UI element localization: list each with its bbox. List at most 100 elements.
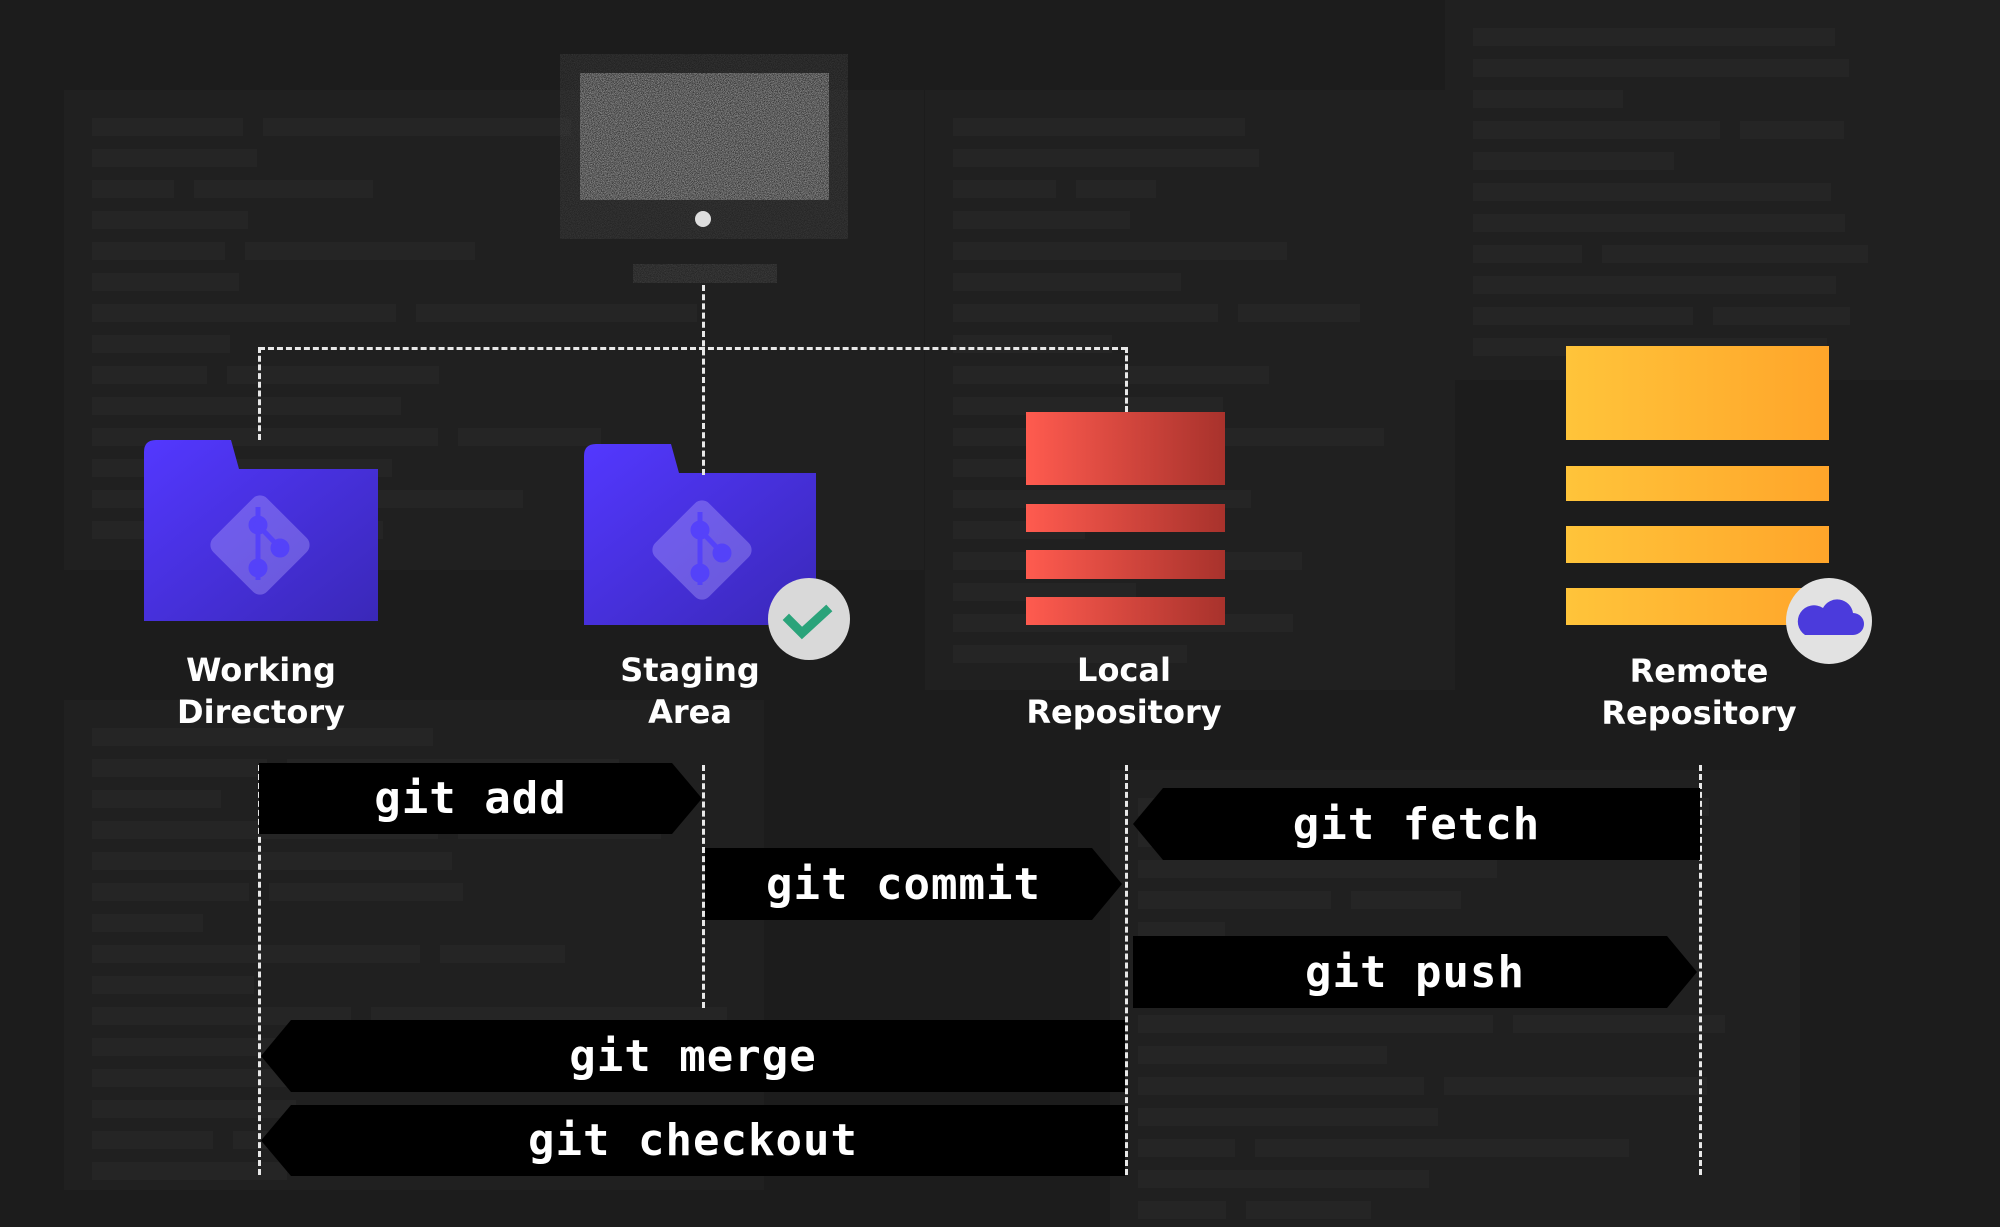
code-line-placeholder (953, 211, 1130, 229)
label-line: Repository (1601, 694, 1797, 732)
code-line-placeholder (1238, 304, 1360, 322)
code-line-placeholder (1138, 1170, 1429, 1188)
code-line-placeholder (92, 180, 174, 198)
computer-icon (560, 54, 848, 283)
git-checkout-arrow: git checkout (261, 1105, 1125, 1176)
code-line-placeholder (953, 583, 1136, 601)
code-line-placeholder (1473, 245, 1582, 263)
code-line-placeholder (92, 1131, 213, 1149)
code-line-placeholder (1138, 1046, 1387, 1064)
code-line-placeholder (92, 1007, 351, 1025)
code-line-placeholder (92, 790, 221, 808)
code-line-placeholder (1138, 1015, 1493, 1033)
working-directory-folder-icon (144, 440, 378, 621)
code-line-placeholder (953, 149, 1259, 167)
code-line-placeholder (1473, 121, 1720, 139)
code-line-placeholder (953, 304, 1218, 322)
code-line-placeholder (1138, 1077, 1424, 1095)
code-line-placeholder (953, 242, 1287, 260)
label-line: Directory (177, 693, 345, 731)
code-line-placeholder (92, 1100, 296, 1118)
code-line-placeholder (1740, 121, 1844, 139)
code-line-placeholder (92, 149, 257, 167)
connector-line (259, 347, 1127, 350)
code-line-placeholder (1138, 922, 1225, 940)
code-line-placeholder (92, 976, 254, 994)
connector-line (702, 285, 705, 475)
connector-line (258, 347, 261, 440)
code-line-placeholder (1138, 1201, 1226, 1219)
code-line-placeholder (245, 242, 475, 260)
code-line-placeholder (416, 304, 697, 322)
code-line-placeholder (1473, 183, 1831, 201)
local-repository-icon (1026, 412, 1225, 625)
code-line-placeholder (1713, 307, 1850, 325)
code-line-placeholder (1246, 1201, 1371, 1219)
connector-line (1125, 347, 1128, 412)
code-line-placeholder (92, 914, 203, 932)
git-commit-arrow: git commit (705, 848, 1122, 920)
code-line-placeholder (440, 945, 565, 963)
staging-area-folder-icon (584, 444, 816, 625)
code-line-placeholder (92, 852, 452, 870)
code-line-placeholder (953, 645, 1187, 663)
lane-line-staging (702, 765, 705, 1008)
code-line-placeholder (92, 728, 433, 746)
lane-line-remote (1699, 765, 1702, 1175)
code-line-placeholder (953, 273, 1181, 291)
working-directory-label: Working Directory (111, 649, 411, 733)
code-line-placeholder (92, 242, 225, 260)
code-line-placeholder (1513, 1015, 1725, 1033)
lane-line-working (258, 765, 261, 1175)
code-line-placeholder (1473, 214, 1845, 232)
code-line-placeholder (1473, 90, 1623, 108)
git-add-arrow: git add (259, 763, 702, 834)
code-line-placeholder (92, 304, 396, 322)
code-line-placeholder (1602, 245, 1868, 263)
code-line-placeholder (1255, 1139, 1629, 1157)
code-line-placeholder (194, 180, 373, 198)
code-line-placeholder (953, 366, 1269, 384)
code-line-placeholder (1473, 276, 1836, 294)
code-line-placeholder (263, 118, 571, 136)
code-line-placeholder (92, 335, 230, 353)
label-line: Repository (1026, 693, 1222, 731)
staging-area-label: Staging Area (540, 649, 840, 733)
local-repository-label: Local Repository (974, 649, 1274, 733)
label-line: Area (648, 693, 732, 731)
label-line: Working (186, 651, 336, 689)
code-line-placeholder (92, 945, 420, 963)
code-line-placeholder (1138, 1139, 1235, 1157)
code-line-placeholder (1138, 891, 1331, 909)
code-line-placeholder (92, 366, 207, 384)
code-line-placeholder (1138, 1108, 1438, 1126)
lane-line-local (1125, 765, 1128, 1175)
code-line-placeholder (92, 118, 243, 136)
code-line-placeholder (953, 118, 1245, 136)
label-line: Local (1077, 651, 1171, 689)
check-badge-icon (768, 578, 850, 660)
code-line-placeholder (1473, 28, 1835, 46)
code-line-placeholder (953, 397, 1223, 415)
code-line-placeholder (92, 397, 401, 415)
code-line-placeholder (1473, 307, 1693, 325)
code-line-placeholder (92, 211, 248, 229)
remote-repository-icon (1566, 346, 1829, 625)
code-line-placeholder (92, 883, 249, 901)
code-line-placeholder (1351, 891, 1461, 909)
code-line-placeholder (953, 180, 1056, 198)
code-line-placeholder (953, 490, 1251, 508)
git-merge-arrow: git merge (261, 1020, 1125, 1092)
git-push-arrow: git push (1133, 936, 1697, 1008)
code-line-placeholder (1473, 152, 1674, 170)
label-line: Staging (620, 651, 760, 689)
code-line-placeholder (458, 428, 601, 446)
code-line-placeholder (1444, 1077, 1707, 1095)
remote-repository-label: Remote Repository (1549, 650, 1849, 734)
code-line-placeholder (1473, 59, 1849, 77)
code-line-placeholder (227, 366, 439, 384)
code-line-placeholder (92, 1162, 287, 1180)
code-line-placeholder (1076, 180, 1156, 198)
code-line-placeholder (269, 883, 463, 901)
